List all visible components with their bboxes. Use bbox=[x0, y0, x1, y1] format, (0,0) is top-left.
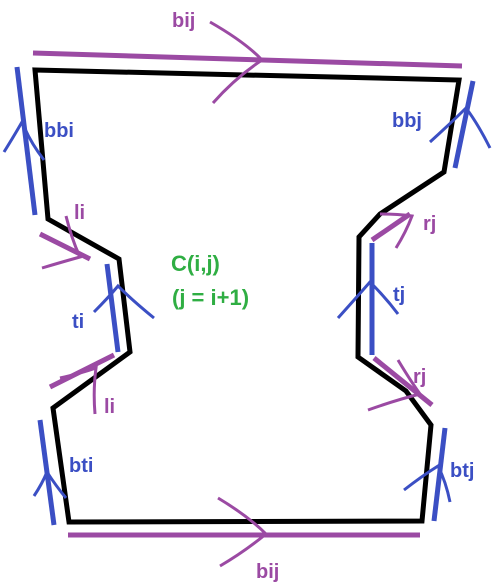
tj-arrow bbox=[336, 279, 400, 320]
bbi-arrow bbox=[2, 118, 46, 161]
label-bbi: bbi bbox=[44, 120, 74, 142]
center-label-line2: (j = i+1) bbox=[172, 285, 249, 310]
bbj-edge bbox=[452, 80, 476, 169]
bbj-arrow bbox=[428, 105, 492, 149]
label-bbj: bbj bbox=[392, 110, 422, 132]
center-label-line1: C(i,j) bbox=[171, 251, 220, 276]
ti-edge bbox=[104, 263, 121, 353]
top-bij-arrow bbox=[209, 20, 265, 104]
rj-top-edge bbox=[370, 211, 412, 243]
label-bottom-bij: bij bbox=[256, 561, 279, 583]
btj-arrow bbox=[403, 463, 452, 503]
li-top-edge bbox=[38, 231, 92, 262]
label-bti: bti bbox=[69, 455, 93, 477]
li-bottom-arrow bbox=[59, 365, 98, 415]
rj-top-arrow bbox=[379, 212, 415, 249]
bbi-edge bbox=[14, 66, 38, 216]
btj-edge bbox=[431, 427, 448, 522]
rj-bottom-arrow bbox=[367, 359, 423, 412]
top-bij-edge bbox=[32, 50, 463, 69]
label-btj: btj bbox=[450, 460, 474, 482]
label-li-bottom: li bbox=[104, 396, 115, 418]
label-rj-bottom: rj bbox=[413, 366, 426, 388]
bti-arrow bbox=[32, 468, 68, 499]
bottom-bij-arrow bbox=[217, 496, 269, 568]
label-ti: ti bbox=[72, 311, 84, 333]
label-li-top: li bbox=[74, 202, 85, 224]
label-rj-top: rj bbox=[423, 213, 436, 235]
label-top-bij: bij bbox=[172, 10, 195, 32]
ti-arrow bbox=[92, 283, 155, 320]
rj-bottom-edge bbox=[372, 356, 434, 407]
label-tj: tj bbox=[393, 284, 405, 306]
li-top-arrow bbox=[41, 215, 83, 270]
